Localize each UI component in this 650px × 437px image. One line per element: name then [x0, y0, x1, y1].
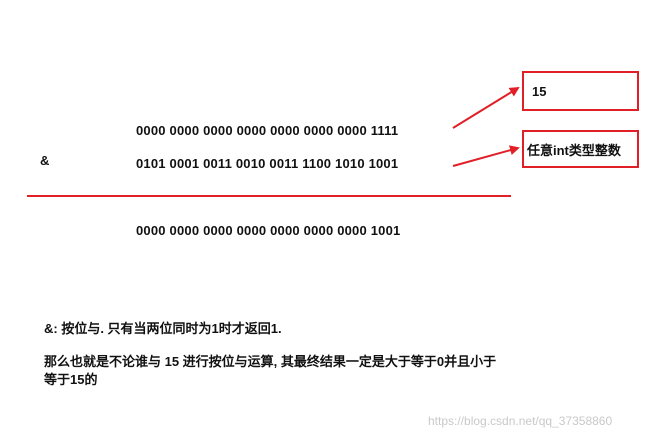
watermark: https://blog.csdn.net/qq_37358860 — [428, 414, 613, 428]
result-separator-line — [27, 195, 511, 197]
binary-int-row: 0101 0001 0011 0010 0011 1100 1010 1001 — [136, 156, 399, 171]
binary-result-row: 0000 0000 0000 0000 0000 0000 0000 1001 — [136, 223, 401, 238]
callout-label-15: 15 — [532, 83, 547, 99]
explanation-line-3: 等于15的 — [44, 372, 98, 387]
binary-15-row: 0000 0000 0000 0000 0000 0000 0000 1111 — [136, 123, 399, 138]
arrow-to-15 — [452, 86, 520, 129]
explanation-line-2: 那么也就是不论谁与 15 进行按位与运算, 其最终结果一定是大于等于0并且小于 — [44, 354, 497, 369]
callout-box-15: 15 — [522, 71, 639, 111]
and-operator-symbol: & — [40, 153, 50, 168]
callout-box-any-int: 任意int类型整数 — [522, 130, 639, 168]
callout-label-any-int: 任意int类型整数 — [527, 142, 621, 158]
arrow-to-any-int — [452, 145, 520, 167]
explanation-line-1: &: 按位与. 只有当两位同时为1时才返回1. — [44, 321, 282, 336]
